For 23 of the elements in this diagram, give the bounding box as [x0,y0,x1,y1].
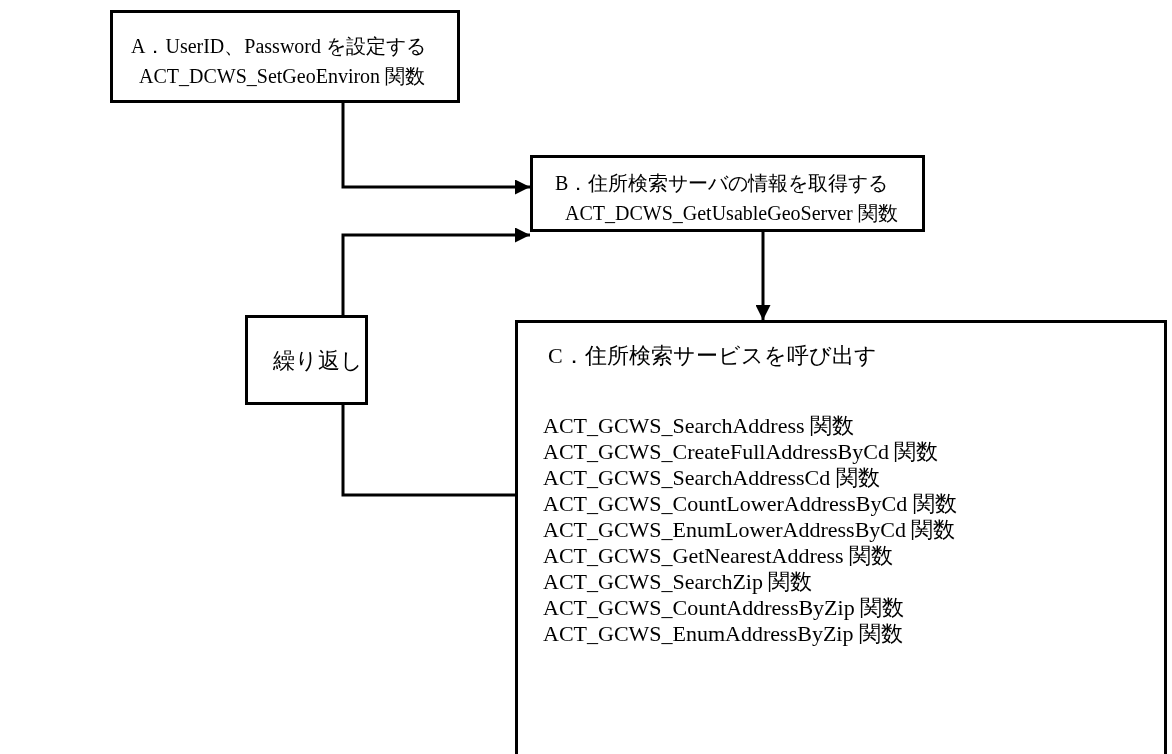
function-name: ACT_GCWS_SearchAddressCd 関数 [543,465,880,491]
process-box [110,10,460,103]
step-heading: B．住所検索サーバの情報を取得する [555,171,889,196]
function-name: ACT_DCWS_GetUsableGeoServer 関数 [565,201,898,226]
arrow [755,232,771,320]
function-name: ACT_GCWS_SearchAddress 関数 [543,413,855,439]
function-name: ACT_GCWS_CreateFullAddressByCd 関数 [543,439,939,465]
function-name: ACT_DCWS_SetGeoEnviron 関数 [139,64,426,89]
function-name: ACT_GCWS_CountAddressByZip 関数 [543,595,905,621]
process-box [515,320,1167,754]
function-name: ACT_GCWS_EnumAddressByZip 関数 [543,621,903,647]
process-box [530,155,925,232]
function-name: ACT_GCWS_EnumLowerAddressByCd 関数 [543,517,956,543]
step-heading: A．UserID、Password を設定する [131,34,426,59]
function-name: ACT_GCWS_GetNearestAddress 関数 [543,543,894,569]
connector-line [341,405,515,497]
function-name: ACT_GCWS_CountLowerAddressByCd 関数 [543,491,957,517]
step-heading: C．住所検索サービスを呼び出す [548,343,877,369]
function-name: ACT_GCWS_SearchZip 関数 [543,569,813,595]
loop-box [245,315,368,405]
arrow [341,103,530,195]
arrow [341,227,530,315]
loop-label: 繰り返し [273,348,363,374]
